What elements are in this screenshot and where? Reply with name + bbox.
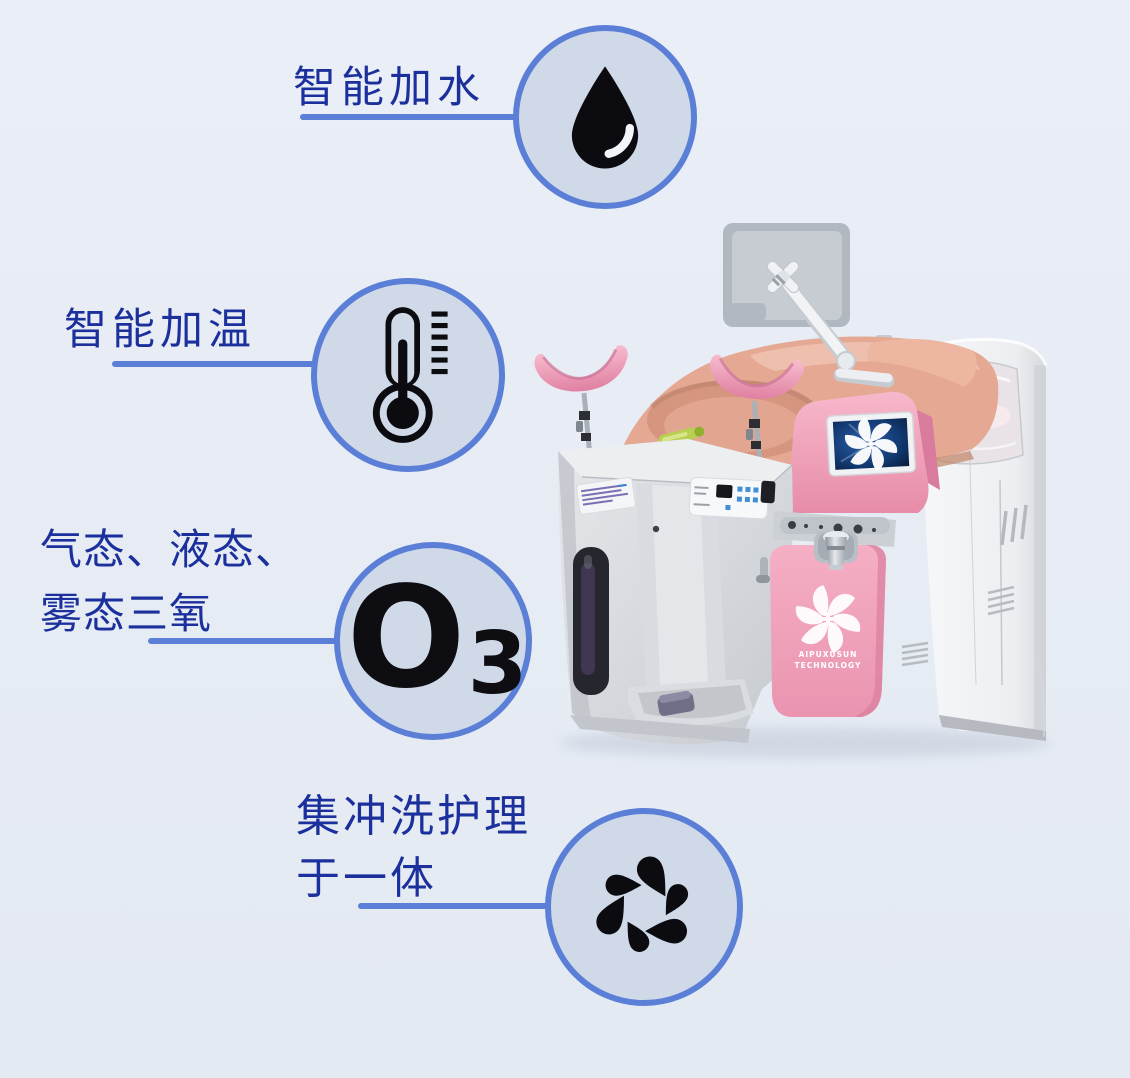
callout-line: 集冲洗护理 <box>296 791 531 842</box>
dispenser-nozzle <box>823 531 849 570</box>
washer-base <box>570 715 750 743</box>
foot-pedal <box>657 690 695 717</box>
callout-label-triple-ozone: 气态、液态、雾态三氧 <box>40 518 298 646</box>
vent-grille-side <box>901 585 1015 667</box>
water-splash-icon <box>591 851 692 956</box>
o3-subscript: 3 <box>467 614 528 714</box>
washing-unit <box>558 439 793 745</box>
cabinet-base <box>939 715 1046 741</box>
brand-text-line1: AIPUXUSUN <box>799 650 858 659</box>
vesa-mount <box>766 260 800 294</box>
control-panel <box>688 476 770 520</box>
callout-line: 于一体 <box>296 853 437 905</box>
feature-badge-smart-heating <box>311 278 505 472</box>
water-drop-icon <box>571 66 639 169</box>
callout-label-wash-care: 集冲洗护理于一体 <box>296 786 531 911</box>
brand-text-line2: TECHNOLOGY <box>795 661 862 670</box>
callout-connector-line <box>112 361 332 367</box>
o3-letter: O <box>346 557 466 720</box>
callout-label-smart-water: 智能加水 <box>293 63 485 113</box>
vent-slits-upper <box>1000 504 1028 546</box>
dispenser-front-panel: AIPUXUSUN TECHNOLOGY <box>770 531 886 717</box>
feature-badge-smart-water <box>513 25 697 209</box>
monitor-arm <box>766 260 895 388</box>
thermometer-icon <box>372 307 448 443</box>
stirrup-right <box>710 354 804 474</box>
callout-line: 雾态三氧 <box>40 588 213 638</box>
product-photo-gyn-washing-device: AIPUXUSUN TECHNOLOGY <box>534 223 1053 758</box>
callout-connector-line <box>148 638 366 644</box>
callout-connector-line <box>358 903 576 909</box>
feature-badge-wash-care <box>545 808 743 1006</box>
feature-badge-triple-ozone: O 3 <box>334 542 532 740</box>
spec-label <box>576 476 636 515</box>
callout-label-smart-heating: 智能加温 <box>64 305 256 355</box>
ozone-o3-symbol: O 3 <box>347 569 528 709</box>
callout-line: 气态、液态、 <box>40 525 299 574</box>
front-io-strip <box>773 511 896 547</box>
callout-connector-line <box>300 114 526 120</box>
console-screen-unit <box>787 391 940 513</box>
